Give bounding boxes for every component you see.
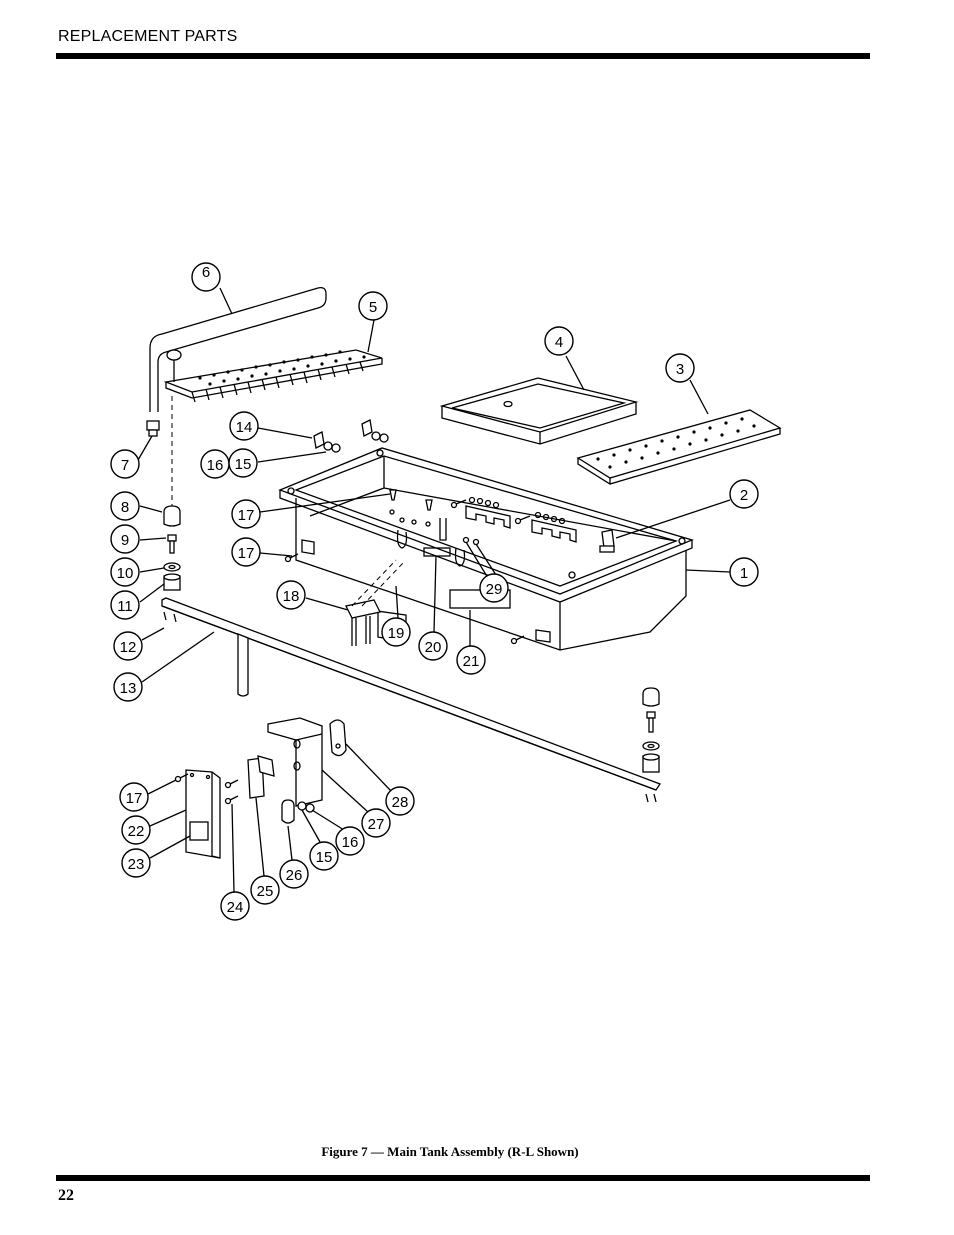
part-side-panel bbox=[185, 769, 221, 859]
svg-text:16: 16 bbox=[342, 834, 359, 851]
callout-24: 24 bbox=[220, 891, 250, 921]
svg-text:16: 16 bbox=[207, 457, 224, 474]
leader-lines bbox=[137, 287, 731, 893]
callout-26: 26 bbox=[279, 859, 309, 889]
figure-caption: Figure 7 — Main Tank Assembly (R-L Shown… bbox=[321, 1144, 579, 1159]
svg-text:1: 1 bbox=[740, 565, 748, 582]
part-heating-element bbox=[345, 559, 405, 646]
callout-5: 5 bbox=[358, 291, 388, 321]
svg-text:9: 9 bbox=[121, 532, 129, 549]
svg-text:28: 28 bbox=[392, 794, 409, 811]
part-perforated-lid bbox=[163, 349, 383, 403]
page-number: 22 bbox=[58, 1187, 74, 1204]
part-perforated-plate bbox=[576, 409, 782, 485]
svg-text:17: 17 bbox=[238, 545, 255, 562]
svg-text:14: 14 bbox=[236, 419, 253, 436]
callout-7: 7 bbox=[110, 449, 140, 479]
part-rack-foot bbox=[146, 420, 160, 437]
svg-text:15: 15 bbox=[235, 456, 252, 473]
svg-text:3: 3 bbox=[676, 361, 684, 378]
callout-4: 4 bbox=[544, 326, 574, 356]
callout-6: 6 bbox=[191, 262, 221, 292]
svg-text:13: 13 bbox=[120, 680, 137, 697]
callout-13: 13 bbox=[113, 672, 143, 702]
part-leg-stack-right bbox=[642, 687, 660, 773]
svg-text:20: 20 bbox=[425, 639, 442, 656]
svg-text:10: 10 bbox=[117, 565, 134, 582]
callout-1: 1 bbox=[729, 557, 759, 587]
svg-text:6: 6 bbox=[202, 264, 210, 281]
callout-20: 20 bbox=[418, 631, 448, 661]
callout-17-upper: 17 bbox=[231, 499, 261, 529]
svg-text:8: 8 bbox=[121, 499, 129, 516]
callout-22: 22 bbox=[121, 815, 151, 845]
part-screws bbox=[284, 489, 531, 645]
callout-15-lower: 15 bbox=[309, 841, 339, 871]
svg-text:29: 29 bbox=[486, 581, 503, 598]
svg-text:23: 23 bbox=[128, 856, 145, 873]
callout-27: 27 bbox=[361, 808, 391, 838]
part-leg-stack-left bbox=[163, 396, 181, 591]
svg-text:17: 17 bbox=[238, 507, 255, 524]
callout-17-lower: 17 bbox=[119, 782, 149, 812]
svg-text:22: 22 bbox=[128, 823, 145, 840]
callout-25: 25 bbox=[250, 875, 280, 905]
section-title: REPLACEMENT PARTS bbox=[58, 28, 238, 45]
svg-text:26: 26 bbox=[286, 867, 303, 884]
callout-2: 2 bbox=[729, 479, 759, 509]
part-support-bar bbox=[161, 597, 661, 803]
footer-rule bbox=[56, 1175, 870, 1181]
callout-12: 12 bbox=[113, 631, 143, 661]
svg-text:25: 25 bbox=[257, 883, 274, 900]
svg-text:17: 17 bbox=[126, 790, 143, 807]
svg-text:19: 19 bbox=[388, 625, 405, 642]
svg-text:2: 2 bbox=[740, 487, 748, 504]
callout-11: 11 bbox=[110, 590, 140, 620]
svg-text:12: 12 bbox=[120, 639, 137, 656]
part-wire-rack bbox=[149, 286, 327, 412]
header-rule bbox=[56, 53, 870, 59]
callout-19: 19 bbox=[381, 617, 411, 647]
callout-28: 28 bbox=[385, 786, 415, 816]
callout-10: 10 bbox=[110, 557, 140, 587]
callout-16-lower: 16 bbox=[335, 826, 365, 856]
svg-text:15: 15 bbox=[316, 849, 333, 866]
callout-16-upper: 16 bbox=[200, 449, 230, 479]
part-tray bbox=[439, 377, 639, 445]
svg-text:27: 27 bbox=[368, 816, 385, 833]
svg-text:5: 5 bbox=[369, 299, 377, 316]
part-main-tank bbox=[278, 447, 694, 651]
callout-3: 3 bbox=[665, 353, 695, 383]
callout-15-upper: 15 bbox=[228, 448, 258, 478]
svg-text:21: 21 bbox=[463, 653, 480, 670]
svg-text:18: 18 bbox=[283, 588, 300, 605]
part-clips bbox=[313, 419, 389, 453]
callout-9: 9 bbox=[110, 524, 140, 554]
svg-text:7: 7 bbox=[121, 457, 129, 474]
callout-23: 23 bbox=[121, 848, 151, 878]
callout-17-middle: 17 bbox=[231, 537, 261, 567]
callout-29: 29 bbox=[479, 573, 509, 603]
svg-text:4: 4 bbox=[555, 334, 563, 351]
callout-21: 21 bbox=[456, 645, 486, 675]
callout-18: 18 bbox=[276, 580, 306, 610]
callout-8: 8 bbox=[110, 491, 140, 521]
callout-14: 14 bbox=[229, 411, 259, 441]
svg-text:24: 24 bbox=[227, 899, 244, 916]
svg-text:11: 11 bbox=[117, 598, 133, 615]
